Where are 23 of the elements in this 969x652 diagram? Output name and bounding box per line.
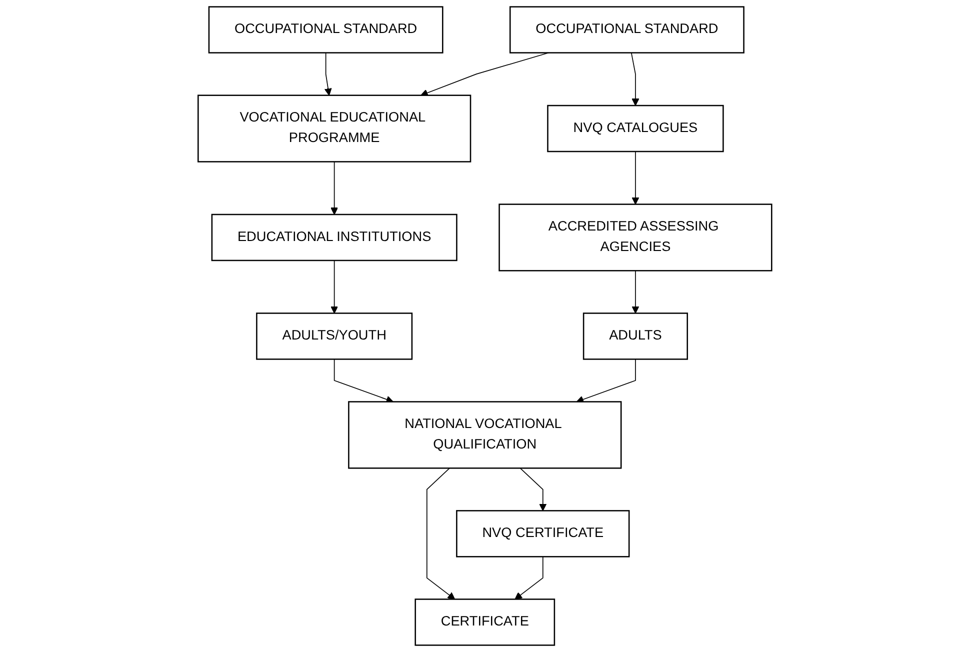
arrow [631,270,639,314]
node-box: ACCREDITED ASSESSING AGENCIES [498,204,772,272]
node-box: VOCATIONAL EDUCATIONAL PROGRAMME [197,94,471,162]
node-box: OCCUPATIONAL STANDARD [509,6,744,54]
arrow [330,161,338,215]
node-box: OCCUPATIONAL STANDARD [208,6,443,54]
node-box: NVQ CERTIFICATE [456,510,630,558]
node-box: EDUCATIONAL INSTITUTIONS [210,214,457,262]
node-box: ADULTS [582,312,688,360]
arrow [330,260,338,314]
arrow [334,358,394,403]
arrow [630,52,639,106]
node-box: NATIONAL VOCATIONAL QUALIFICATION [348,401,622,469]
arrow [631,151,639,205]
arrow [519,468,546,512]
node-box: CERTIFICATE [414,598,555,646]
arrow [324,52,332,96]
arrow [576,358,636,403]
arrow [514,556,543,600]
arrow [426,468,455,600]
arrow [420,52,549,96]
node-box: ADULTS/YOUTH [256,312,412,360]
node-box: NVQ CATALOGUES [546,104,724,152]
